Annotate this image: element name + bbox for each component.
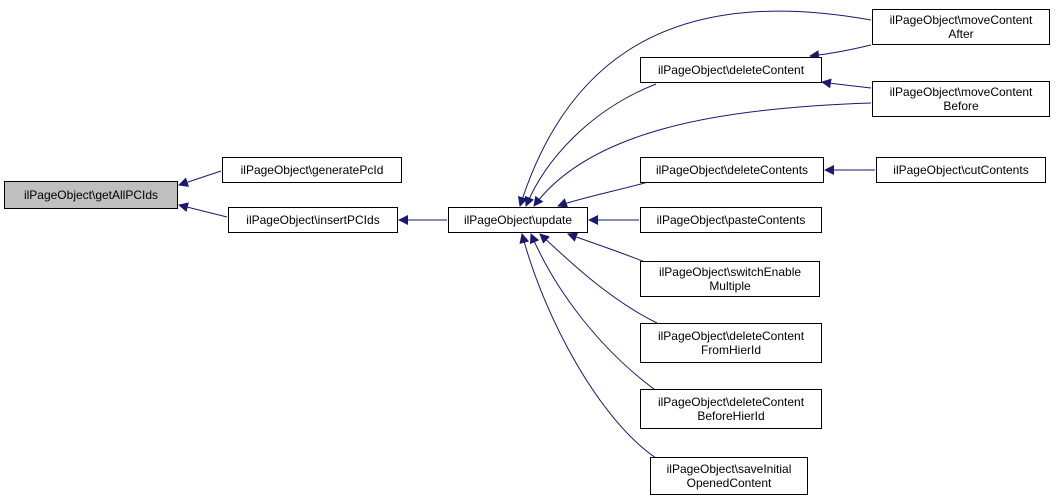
node-label: ilPageObject\moveContent	[889, 85, 1033, 99]
edge-movebefore-to-deletecontent	[821, 78, 872, 89]
node-save-initial-opened-content[interactable]: ilPageObject\saveInitial OpenedContent	[650, 457, 808, 495]
node-delete-content[interactable]: ilPageObject\deleteContent	[640, 57, 822, 83]
edge-movebefore-to-update	[533, 102, 872, 207]
node-move-content-after[interactable]: ilPageObject\moveContent After	[872, 9, 1050, 45]
node-label: ilPageObject\pasteContents	[656, 213, 806, 227]
edge-beforehierid-to-update	[529, 233, 659, 393]
node-paste-contents[interactable]: ilPageObject\pasteContents	[640, 207, 822, 233]
node-label: Before	[943, 99, 979, 113]
node-cut-contents[interactable]: ilPageObject\cutContents	[876, 157, 1046, 183]
node-delete-contents[interactable]: ilPageObject\deleteContents	[640, 157, 824, 183]
edge-fromhierid-to-update	[539, 233, 658, 324]
node-label[interactable]: ilPageObject\insertPCIds	[246, 213, 380, 227]
node-label: Multiple	[709, 279, 751, 293]
edge-switchenable-to-update	[567, 232, 646, 263]
node-label: ilPageObject\deleteContent	[657, 395, 805, 409]
edge-saveinitial-to-update	[519, 233, 657, 459]
node-label: ilPageObject\saveInitial	[666, 462, 792, 476]
node-label: ilPageObject\generatePcId	[240, 163, 384, 177]
node-move-content-before[interactable]: ilPageObject\moveContent Before	[872, 81, 1050, 117]
node-generate-pc-id[interactable]: ilPageObject\generatePcId	[222, 157, 402, 183]
node-label: ilPageObject\deleteContents	[655, 163, 809, 177]
edge-insertpcids-to-getallpcids	[178, 202, 228, 218]
node-label: ilPageObject\getAllPCIds	[23, 188, 159, 202]
node-insert-pc-ids[interactable]: ilPageObject\insertPCIds	[228, 207, 398, 233]
node-label: ilPageObject\deleteContent	[657, 329, 805, 343]
node-label: ilPageObject\update	[463, 213, 573, 227]
edge-deletecontents-to-update	[557, 181, 649, 208]
node-label: ilPageObject\deleteContent	[657, 63, 805, 77]
node-label: OpenedContent	[686, 476, 772, 490]
node-label: ilPageObject\cutContents	[893, 163, 1029, 177]
edge-deletecontent-to-update	[524, 83, 657, 207]
node-label: BeforeHierId	[697, 409, 765, 423]
node-label: ilPageObject\moveContent	[889, 13, 1033, 27]
node-label: FromHierId	[700, 343, 761, 357]
node-label: After	[948, 27, 974, 41]
edge-generatepcid-to-getallpcids	[178, 170, 222, 187]
node-update[interactable]: ilPageObject\update	[448, 207, 588, 233]
edge-moveafter-to-update	[517, 10, 872, 207]
node-get-all-pc-ids: ilPageObject\getAllPCIds	[4, 181, 178, 209]
node-delete-content-from-hier-id[interactable]: ilPageObject\deleteContent FromHierId	[640, 323, 822, 363]
edge-moveafter-to-deletecontent	[809, 44, 872, 61]
edges	[178, 10, 875, 459]
node-switch-enable-multiple[interactable]: ilPageObject\switchEnable Multiple	[640, 261, 820, 297]
node-label: ilPageObject\switchEnable	[658, 265, 802, 279]
node-delete-content-before-hier-id[interactable]: ilPageObject\deleteContent BeforeHierId	[640, 389, 822, 429]
